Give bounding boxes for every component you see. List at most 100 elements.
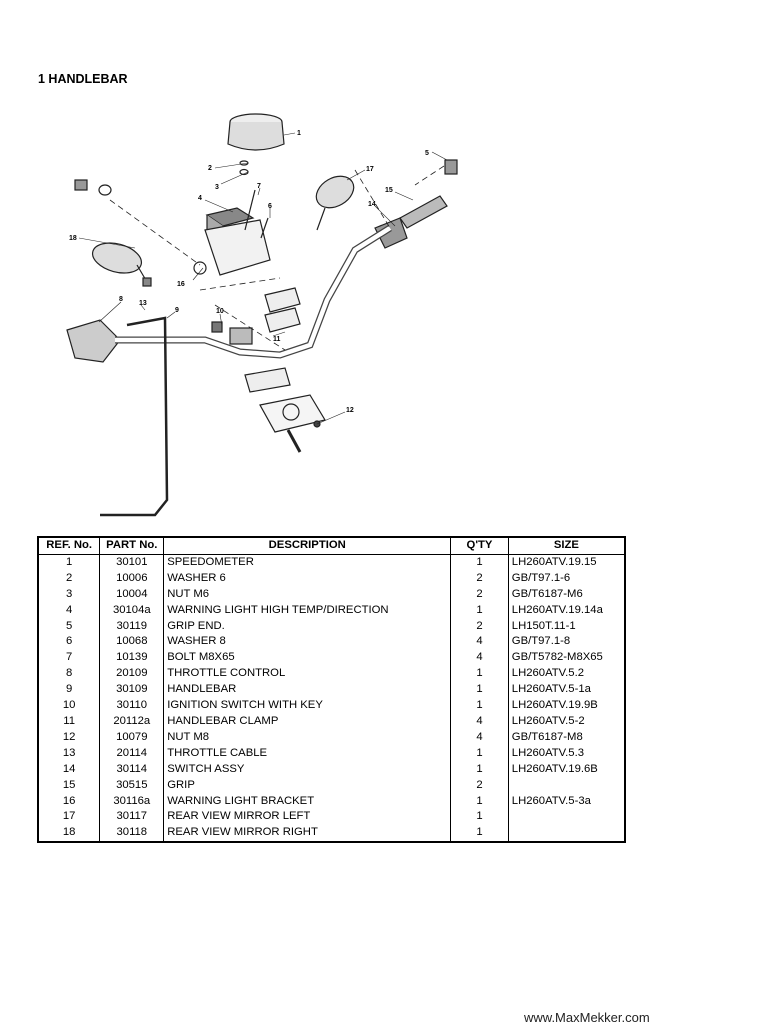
diagram-callouts: 1 2 3 4 5 6 7 8 9 10 11 12 13 14 15 16 1… xyxy=(69,130,429,414)
cell-description: WARNING LIGHT BRACKET xyxy=(163,793,452,810)
cell-ref-no: 13 xyxy=(37,745,101,762)
cell-part-no: 20109 xyxy=(99,666,165,683)
cell-ref-no: 10 xyxy=(37,698,101,714)
handlebar-exploded-diagram: 1 2 3 4 5 6 7 8 9 10 11 12 13 14 15 16 1… xyxy=(66,113,458,517)
left-mirror-part xyxy=(91,242,152,287)
cell-part-no: 20114 xyxy=(99,745,165,762)
cell-part-no: 30116a xyxy=(99,793,165,810)
cell-ref-no: 2 xyxy=(37,570,101,587)
cell-qty: 1 xyxy=(450,602,509,619)
callout-2: 2 xyxy=(208,165,212,172)
callout-9: 9 xyxy=(175,307,179,314)
callout-18: 18 xyxy=(69,235,77,242)
parts-table: REF. No. PART No. DESCRIPTION Q'TY SIZE … xyxy=(37,536,626,844)
cell-qty: 4 xyxy=(450,650,509,667)
cell-ref-no: 6 xyxy=(37,634,101,651)
cell-qty: 1 xyxy=(450,825,509,843)
cell-description: SWITCH ASSY xyxy=(163,761,452,778)
cell-description: THROTTLE CONTROL xyxy=(163,666,452,683)
cell-ref-no: 15 xyxy=(37,777,101,794)
cell-part-no: 20112a xyxy=(99,713,165,730)
callout-6: 6 xyxy=(268,203,272,210)
cell-ref-no: 8 xyxy=(37,666,101,683)
callout-13: 13 xyxy=(139,300,147,307)
cell-part-no: 30119 xyxy=(99,618,165,635)
cell-size: GB/T5782-M8X65 xyxy=(507,650,626,667)
callout-16: 16 xyxy=(177,281,185,288)
cell-description: REAR VIEW MIRROR LEFT xyxy=(163,809,452,826)
cell-ref-no: 16 xyxy=(37,793,101,810)
callout-14: 14 xyxy=(368,201,376,208)
cell-size: LH260ATV.5-3a xyxy=(507,793,626,810)
callout-5: 5 xyxy=(425,150,429,157)
cell-size: LH150T.11-1 xyxy=(507,618,626,635)
cell-qty: 2 xyxy=(450,618,509,635)
cell-ref-no: 17 xyxy=(37,809,101,826)
cell-qty: 1 xyxy=(450,682,509,699)
cell-description: NUT M8 xyxy=(163,729,452,746)
cell-size: GB/T97.1-8 xyxy=(507,634,626,651)
cell-description: REAR VIEW MIRROR RIGHT xyxy=(163,825,452,843)
cell-size: GB/T97.1-6 xyxy=(507,570,626,587)
cell-ref-no: 9 xyxy=(37,682,101,699)
cell-qty: 2 xyxy=(450,586,509,603)
cell-description: HANDLEBAR xyxy=(163,682,452,699)
table-header-row: REF. No. PART No. DESCRIPTION Q'TY SIZE xyxy=(37,537,626,555)
callout-7: 7 xyxy=(257,183,261,190)
cell-part-no: 30515 xyxy=(99,777,165,794)
cell-part-no: 30117 xyxy=(99,809,165,826)
cell-size xyxy=(507,777,626,794)
cell-size: LH260ATV.5-1a xyxy=(507,682,626,699)
cell-part-no: 30114 xyxy=(99,761,165,778)
callout-12: 12 xyxy=(346,407,354,414)
cell-qty: 1 xyxy=(450,809,509,826)
header-qty: Q'TY xyxy=(450,537,509,555)
callout-3: 3 xyxy=(215,184,219,191)
callout-11: 11 xyxy=(273,336,281,343)
cell-ref-no: 7 xyxy=(37,650,101,667)
cell-part-no: 10004 xyxy=(99,586,165,603)
cell-description: THROTTLE CABLE xyxy=(163,745,452,762)
header-description: DESCRIPTION xyxy=(163,537,452,555)
cell-part-no: 30118 xyxy=(99,825,165,843)
cell-qty: 2 xyxy=(450,570,509,587)
cell-description: NUT M6 xyxy=(163,586,452,603)
cell-size xyxy=(507,825,626,843)
callout-15: 15 xyxy=(385,187,393,194)
cell-description: WASHER 6 xyxy=(163,570,452,587)
cell-size xyxy=(507,809,626,826)
right-mirror-part xyxy=(315,175,355,231)
callout-4: 4 xyxy=(198,195,202,202)
cell-description: SPEEDOMETER xyxy=(163,554,452,571)
cell-ref-no: 3 xyxy=(37,586,101,603)
cell-ref-no: 12 xyxy=(37,729,101,746)
cell-description: BOLT M8X65 xyxy=(163,650,452,667)
cell-size: LH260ATV.5.2 xyxy=(507,666,626,683)
cell-size: LH260ATV.19.14a xyxy=(507,602,626,619)
cell-qty: 4 xyxy=(450,634,509,651)
cell-size: LH260ATV.19.9B xyxy=(507,698,626,714)
cell-part-no: 10139 xyxy=(99,650,165,667)
cell-qty: 1 xyxy=(450,761,509,778)
cell-size: LH260ATV.19.6B xyxy=(507,761,626,778)
cell-part-no: 10079 xyxy=(99,729,165,746)
cell-description: IGNITION SWITCH WITH KEY xyxy=(163,698,452,714)
cell-qty: 1 xyxy=(450,698,509,714)
cell-ref-no: 14 xyxy=(37,761,101,778)
cell-part-no: 30109 xyxy=(99,682,165,699)
cell-part-no: 10006 xyxy=(99,570,165,587)
callout-8: 8 xyxy=(119,296,123,303)
cell-qty: 1 xyxy=(450,745,509,762)
